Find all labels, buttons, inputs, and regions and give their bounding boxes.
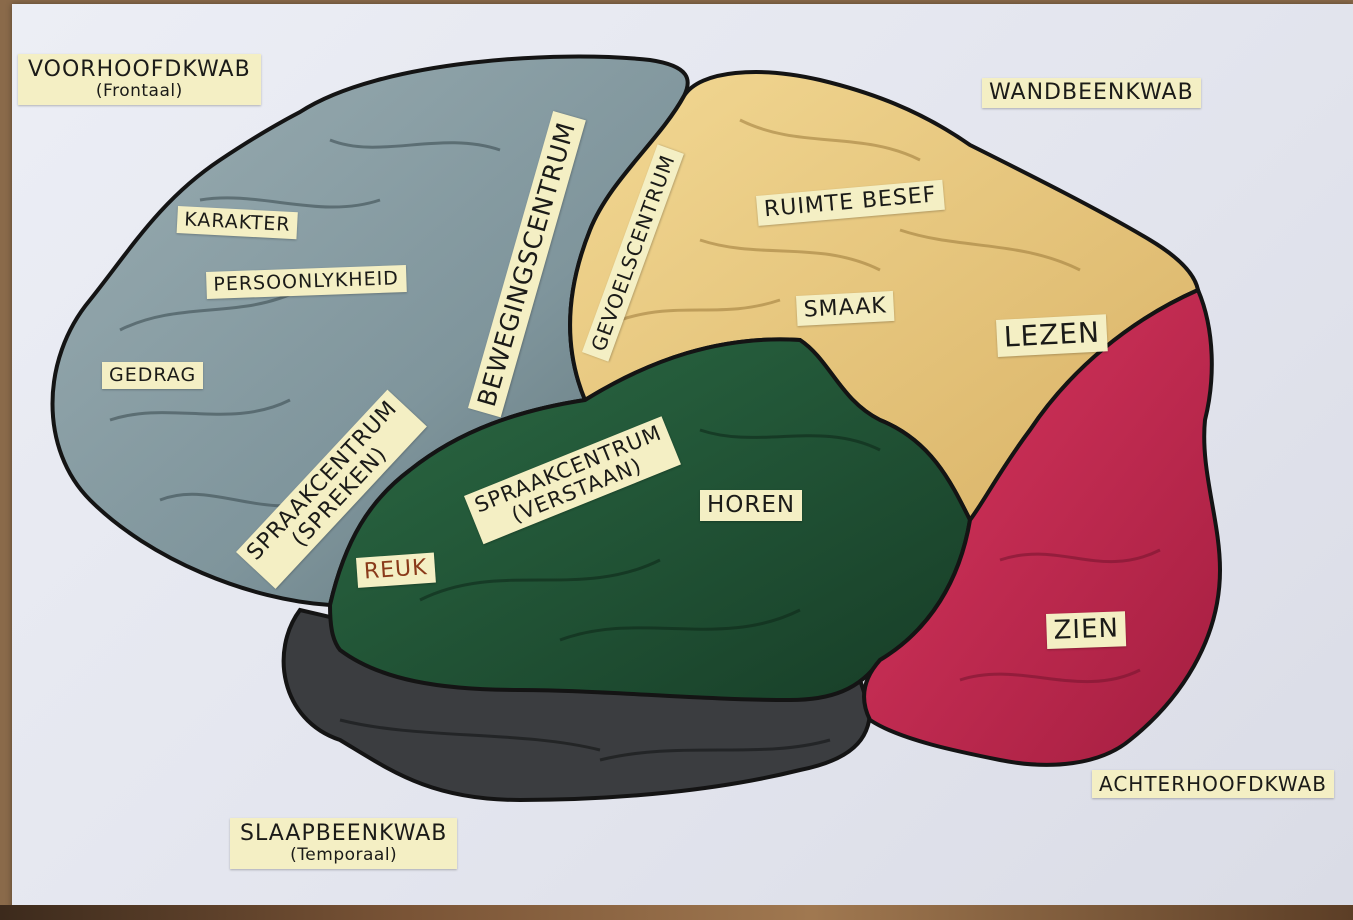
karakter-text: KARAKTER — [184, 209, 291, 235]
label-gedrag: GEDRAG — [102, 362, 203, 389]
frontal-lobe-latin: (Frontaal) — [28, 82, 251, 101]
lezen-text: LEZEN — [1003, 318, 1101, 354]
occipital-lobe-name: ACHTERHOOFDKWAB — [1099, 773, 1327, 795]
label-horen: HOREN — [700, 490, 802, 521]
zien-text: ZIEN — [1053, 614, 1119, 645]
label-reuk: REUK — [356, 553, 436, 589]
label-zien: ZIEN — [1046, 611, 1127, 648]
reuk-text: REUK — [363, 556, 428, 585]
temporal-lobe-latin: (Temporaal) — [240, 846, 447, 865]
label-temporal-lobe: SLAAPBEENKWAB (Temporaal) — [230, 818, 457, 869]
gedrag-text: GEDRAG — [109, 365, 196, 386]
temporal-lobe-name: SLAAPBEENKWAB — [240, 822, 447, 846]
label-occipital-lobe: ACHTERHOOFDKWAB — [1092, 770, 1334, 798]
label-parietal-lobe: WANDBEENKWAB — [982, 78, 1201, 108]
horen-text: HOREN — [707, 493, 795, 518]
label-lezen: LEZEN — [996, 314, 1108, 357]
label-smaak: SMAAK — [796, 291, 895, 326]
smaak-text: SMAAK — [803, 294, 887, 323]
frontal-lobe-name: VOORHOOFDKWAB — [28, 58, 251, 82]
parietal-lobe-name: WANDBEENKWAB — [989, 81, 1194, 105]
label-frontal-lobe: VOORHOOFDKWAB (Frontaal) — [18, 54, 261, 105]
persoonlijkheid-text: PERSOONLYKHEID — [213, 268, 399, 295]
